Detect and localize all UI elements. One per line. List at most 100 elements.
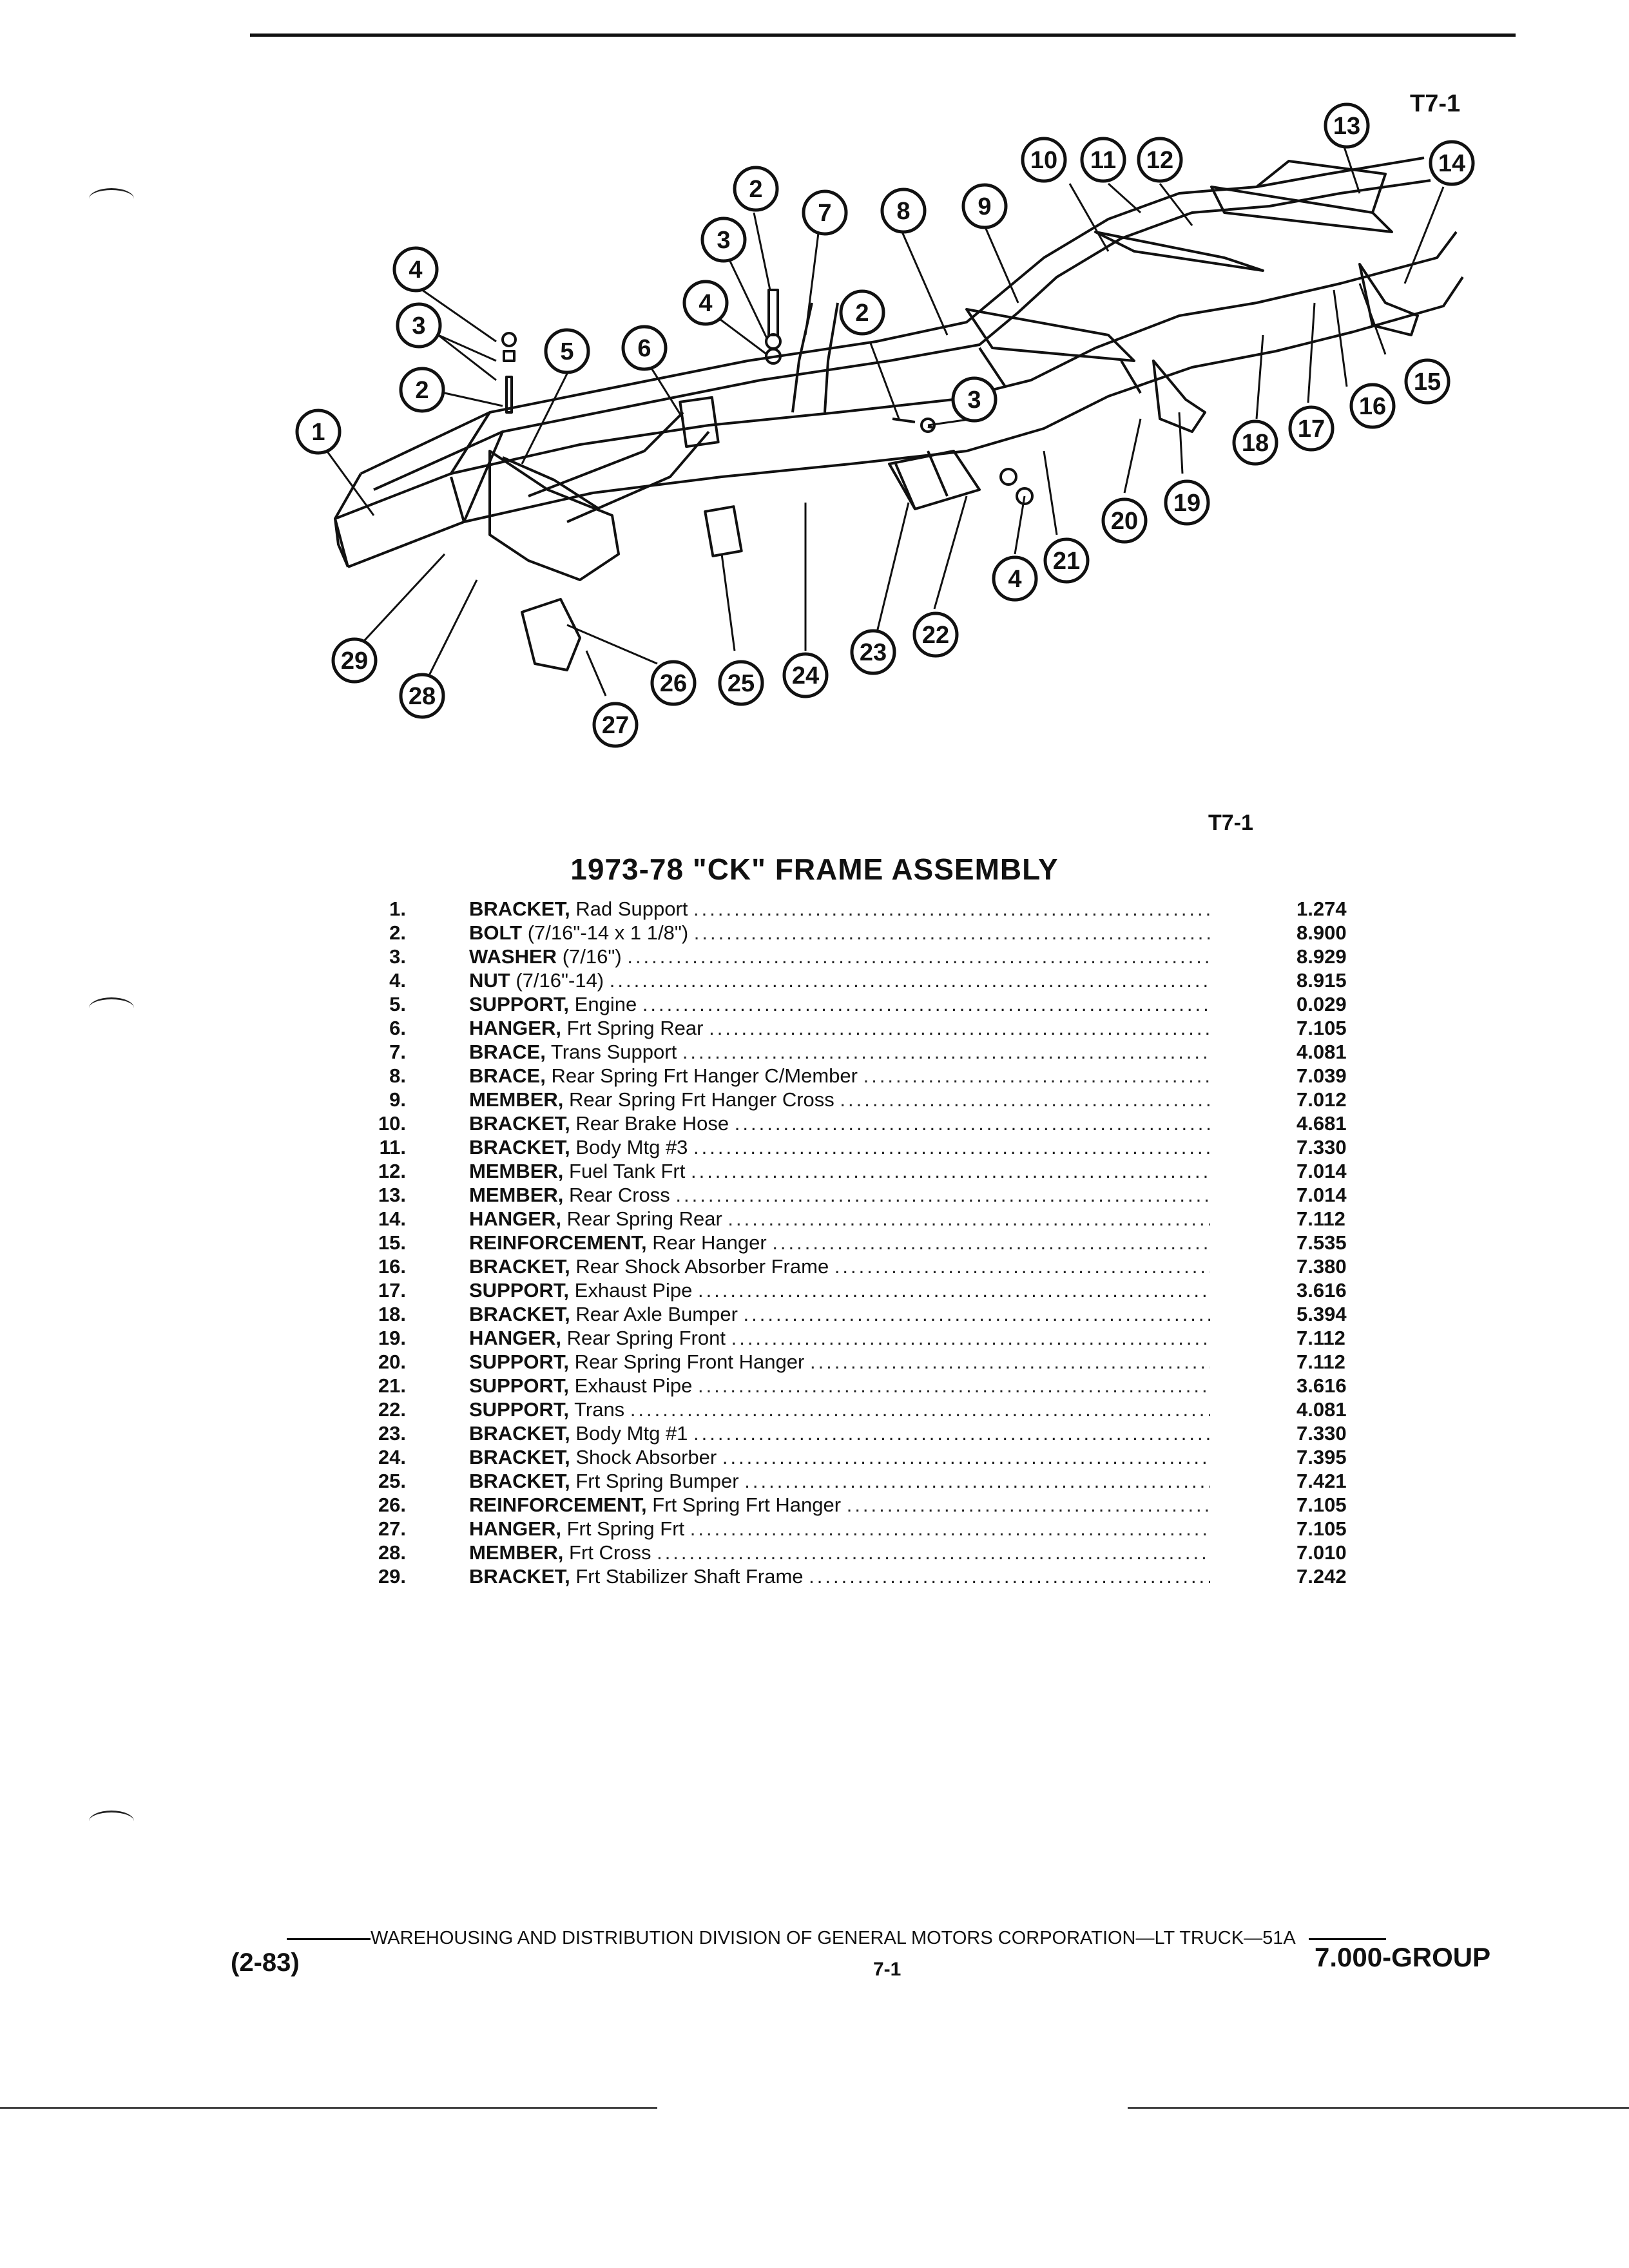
part-detail: Rear Spring Front Hanger: [574, 1350, 805, 1373]
part-number: 12.: [378, 1160, 406, 1182]
part-description: REINFORCEMENT, Rear Hanger .............…: [469, 1231, 1210, 1254]
svg-text:3: 3: [717, 227, 730, 254]
part-detail: Exhaust Pipe: [574, 1279, 693, 1302]
part-group-code: 7.535: [1296, 1231, 1347, 1254]
part-description: BRACE, Trans Support ...................…: [469, 1040, 1210, 1064]
part-description: SUPPORT, Exhaust Pipe ..................…: [469, 1278, 1210, 1302]
footer-division-text: WAREHOUSING AND DISTRIBUTION DIVISION OF…: [371, 1928, 1296, 1948]
callout-20: 20: [1101, 497, 1148, 544]
part-name: BRACKET,: [469, 1136, 570, 1158]
part-name: BRACE,: [469, 1041, 546, 1063]
part-row: 18.BRACKET, Rear Axle Bumper ...........…: [361, 1302, 1398, 1326]
part-group-code: 7.039: [1296, 1064, 1347, 1087]
part-number: 1.: [389, 898, 406, 920]
dot-leader: ........................................…: [809, 1565, 1210, 1588]
svg-text:20: 20: [1111, 508, 1138, 535]
part-detail: Frt Cross: [569, 1541, 651, 1564]
part-number: 24.: [378, 1446, 406, 1468]
svg-text:14: 14: [1438, 150, 1465, 177]
svg-text:3: 3: [967, 387, 981, 414]
footer-division-line: WAREHOUSING AND DISTRIBUTION DIVISION OF…: [287, 1928, 1511, 1949]
callout-15: 15: [1404, 358, 1451, 405]
part-group-code: 7.112: [1296, 1327, 1345, 1349]
dot-leader: ........................................…: [731, 1327, 1210, 1349]
part-row: 23.BRACKET, Body Mtg #1 ................…: [361, 1421, 1398, 1445]
dot-leader: ........................................…: [709, 1017, 1210, 1039]
callout-26: 26: [650, 660, 697, 706]
page-title: 1973-78 "CK" FRAME ASSEMBLY: [570, 852, 1059, 886]
part-group-code: 4.081: [1296, 1041, 1347, 1063]
dot-leader: ........................................…: [657, 1541, 1210, 1564]
frame-drawing: [334, 157, 1464, 671]
part-name: MEMBER,: [469, 1184, 564, 1206]
callout-9: 9: [961, 183, 1008, 229]
part-number: 22.: [378, 1398, 406, 1421]
part-detail: Frt Spring Frt Hanger: [652, 1494, 842, 1516]
figure-code-bottom: T7-1: [1208, 811, 1253, 835]
part-group-code: 7.395: [1296, 1446, 1347, 1468]
part-group-code: 7.010: [1296, 1541, 1347, 1564]
svg-text:5: 5: [560, 338, 574, 365]
callout-17: 17: [1288, 405, 1335, 452]
part-row: 1.BRACKET, Rad Support .................…: [361, 897, 1398, 921]
part-description: SUPPORT, Exhaust Pipe ..................…: [469, 1374, 1210, 1398]
part-number: 21.: [378, 1374, 406, 1397]
part-number: 25.: [378, 1470, 406, 1492]
part-name: BRACKET,: [469, 1470, 570, 1492]
part-row: 3.WASHER (7/16") .......................…: [361, 945, 1398, 968]
part-description: BRACKET, Rear Axle Bumper ..............…: [469, 1302, 1210, 1326]
part-group-code: 0.029: [1296, 993, 1347, 1015]
part-number: 10.: [378, 1112, 406, 1135]
part-row: 21. SUPPORT, Exhaust Pipe ...............…: [361, 1374, 1398, 1398]
callout-4-left: 4: [392, 246, 439, 293]
part-row: 5.SUPPORT, Engine ......................…: [361, 992, 1398, 1016]
part-row: 7. BRACE, Trans Support .................…: [361, 1040, 1398, 1064]
part-group-code: 8.929: [1296, 945, 1347, 968]
part-row: 6.HANGER, Frt Spring Rear ..............…: [361, 1016, 1398, 1040]
part-number: 3.: [389, 945, 406, 968]
svg-text:13: 13: [1333, 113, 1360, 140]
svg-text:29: 29: [341, 648, 368, 675]
part-description: HANGER, Frt Spring Rear ................…: [469, 1016, 1210, 1040]
part-number: 4.: [389, 969, 406, 992]
svg-text:6: 6: [637, 335, 651, 362]
part-name: MEMBER,: [469, 1160, 564, 1182]
part-detail: Rear Hanger: [652, 1231, 767, 1254]
part-detail: Trans: [574, 1398, 625, 1421]
part-name: BOLT: [469, 921, 523, 944]
svg-text:26: 26: [660, 670, 687, 697]
svg-text:23: 23: [860, 639, 887, 666]
callout-21: 21: [1043, 537, 1090, 584]
part-name: MEMBER,: [469, 1088, 564, 1111]
part-number: 27.: [378, 1517, 406, 1540]
part-number: 17.: [378, 1279, 406, 1302]
part-name: NUT: [469, 969, 510, 992]
part-number: 7.: [389, 1041, 406, 1063]
part-row: 19.HANGER, Rear Spring Front ...........…: [361, 1326, 1398, 1350]
footer-page-number: 7-1: [873, 1959, 901, 1980]
part-row: 28.MEMBER, Frt Cross ...................…: [361, 1541, 1398, 1564]
dot-leader: ........................................…: [697, 1279, 1210, 1302]
part-number: 11.: [379, 1136, 406, 1158]
part-detail: (7/16"): [562, 945, 622, 968]
part-group-code: 7.380: [1296, 1255, 1347, 1278]
svg-text:2: 2: [415, 377, 429, 404]
part-group-code: 7.105: [1296, 1517, 1347, 1540]
svg-text:8: 8: [896, 198, 910, 225]
part-detail: Rad Support: [575, 898, 688, 920]
dot-leader: ........................................…: [693, 898, 1210, 920]
svg-text:12: 12: [1146, 147, 1173, 174]
part-number: 14.: [378, 1207, 406, 1230]
part-detail: (7/16"-14): [516, 969, 604, 992]
svg-text:24: 24: [792, 662, 819, 689]
dot-leader: ........................................…: [693, 1136, 1210, 1158]
callout-2-left: 2: [399, 367, 445, 413]
part-row: 17. SUPPORT, Exhaust Pipe ...............…: [361, 1278, 1398, 1302]
dot-leader: ........................................…: [693, 1422, 1210, 1445]
part-name: WASHER: [469, 945, 557, 968]
part-group-code: 7.421: [1296, 1470, 1347, 1492]
svg-text:4: 4: [1008, 566, 1021, 593]
part-description: HANGER, Rear Spring Front ..............…: [469, 1326, 1210, 1350]
part-detail: Rear Spring Rear: [566, 1207, 722, 1230]
part-group-code: 7.014: [1296, 1160, 1347, 1182]
